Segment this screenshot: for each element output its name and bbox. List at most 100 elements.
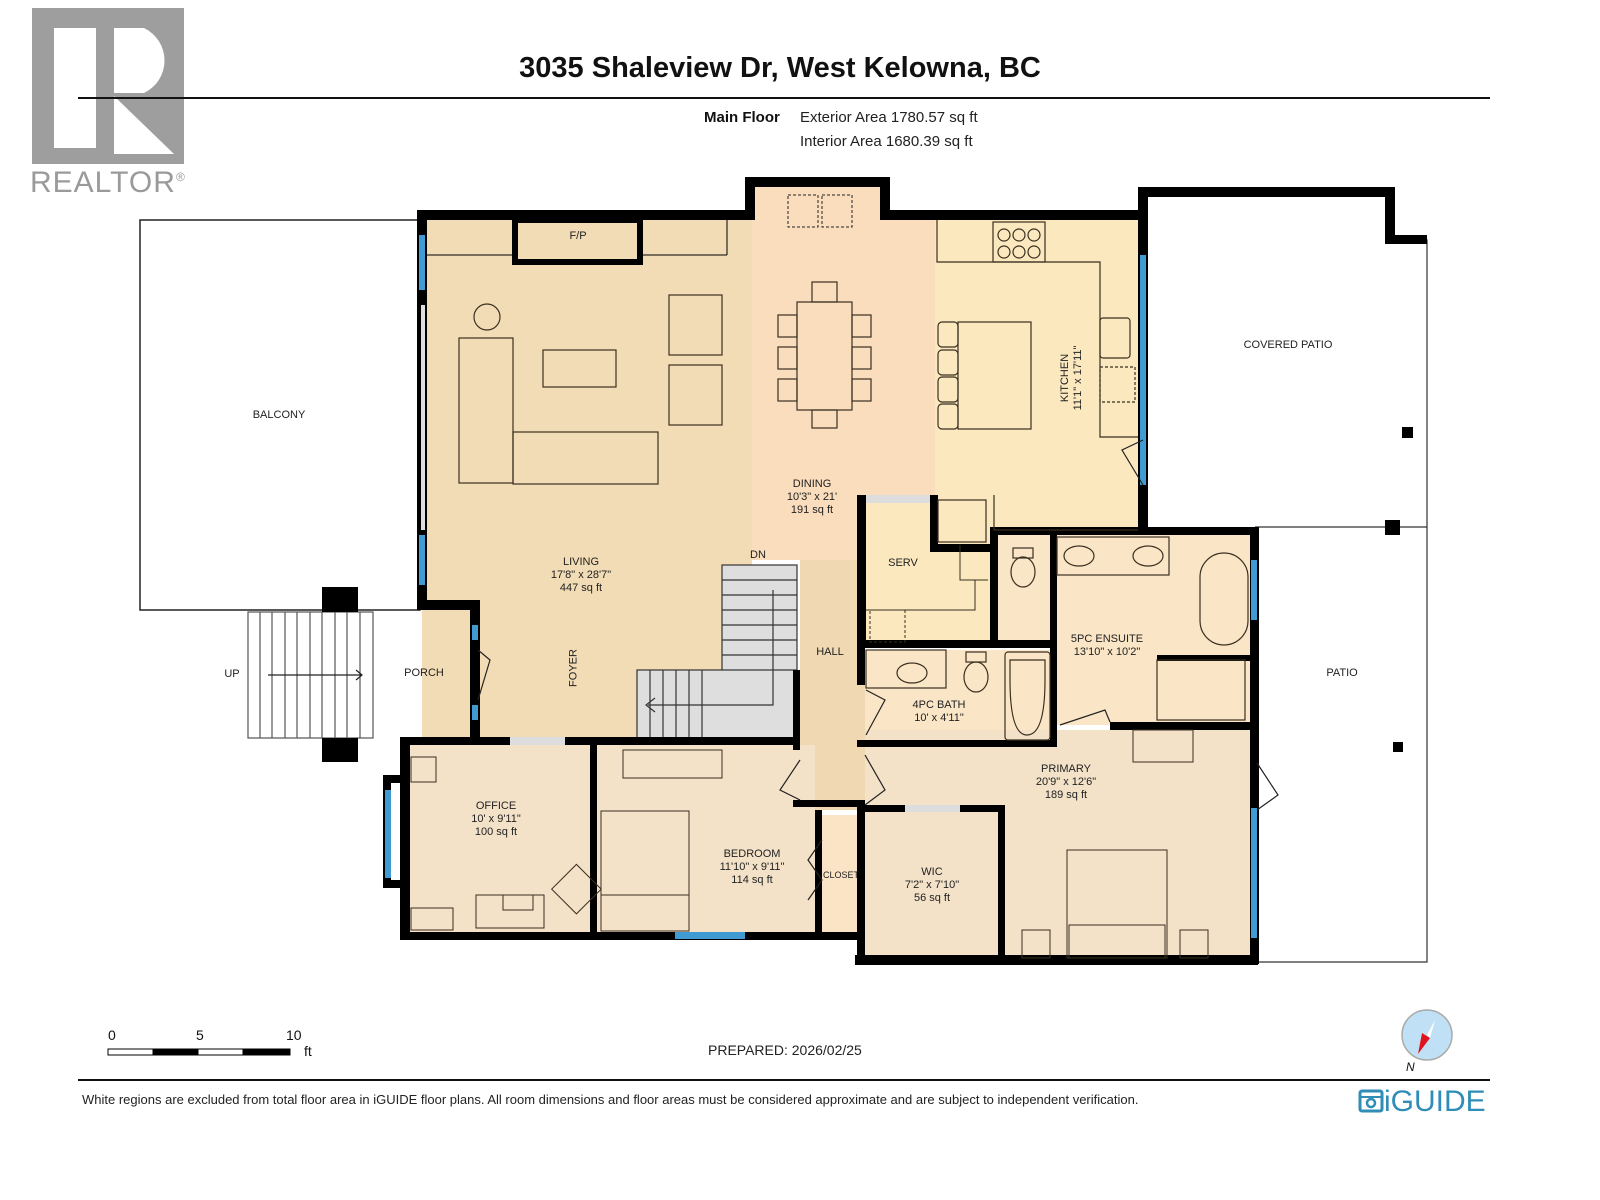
disclaimer: White regions are excluded from total fl… — [82, 1092, 1139, 1107]
room-area: 100 sq ft — [474, 826, 518, 838]
kitchen-fill — [935, 215, 1143, 530]
realtor-wordmark-text: REALTOR — [30, 166, 176, 199]
bath4-fill — [865, 650, 1055, 745]
balcony-label: BALCONY — [253, 409, 306, 422]
room-name: WIC — [921, 866, 943, 878]
stairs-up-label: UP — [224, 668, 239, 681]
room-name: FOYER — [567, 649, 580, 687]
room-name: 4PC BATH — [912, 699, 966, 711]
compass-north-label: N — [1406, 1060, 1415, 1074]
room-name: BALCONY — [252, 409, 306, 421]
floor-label: Main Floor — [704, 109, 780, 126]
room-name: PORCH — [404, 667, 444, 679]
patio-posts — [1385, 427, 1413, 752]
scale-tick-10: 10 — [286, 1027, 302, 1043]
bedroom-fill — [595, 745, 815, 935]
room-dimensions: 20'9" x 12'6" — [1035, 776, 1097, 788]
room-name: UP — [224, 668, 240, 680]
kitchen-fixtures — [936, 220, 1138, 543]
room-name: F/P — [569, 230, 587, 242]
bedroom-label: BEDROOM 11'10" x 9'11" 114 sq ft — [720, 848, 785, 887]
room-area: 114 sq ft — [731, 874, 773, 886]
bedroom-furniture — [600, 749, 723, 932]
room-area: 191 sq ft — [790, 504, 834, 516]
room-name: BEDROOM — [723, 848, 781, 860]
serv-label: SERV — [888, 557, 918, 570]
room-dimensions: 17'8" x 28'7" — [550, 569, 612, 581]
registered-mark: ® — [175, 170, 186, 184]
kitchen-label: KITCHEN 11'1" x 17'11" — [1059, 346, 1085, 411]
porch-label: PORCH — [404, 667, 444, 680]
prepared-date: PREPARED: 2026/02/25 — [708, 1042, 862, 1058]
scale-tick-0: 0 — [108, 1027, 116, 1043]
foyer-label: FOYER — [568, 649, 581, 687]
fireplace — [427, 217, 728, 265]
bath4-label: 4PC BATH 10' x 4'11" — [913, 699, 966, 725]
serv-fixtures — [866, 545, 988, 643]
wine-cooler — [787, 194, 853, 228]
primary-label: PRIMARY 20'9" x 12'6" 189 sq ft — [1036, 763, 1096, 802]
room-dimensions: 11'1" x 17'11" — [1072, 345, 1084, 411]
room-name: PRIMARY — [1041, 763, 1091, 775]
patio-label: PATIO — [1326, 667, 1357, 680]
exterior-area: Exterior Area 1780.57 sq ft — [800, 109, 978, 126]
iguide-camera-icon — [1358, 1089, 1384, 1113]
stairs-down-label: DN — [750, 549, 766, 562]
room-dimensions: 10' x 4'11" — [914, 712, 964, 724]
room-dimensions: 13'10" x 10'2" — [1073, 646, 1141, 658]
balcony-outline — [139, 219, 421, 611]
room-name: HALL — [816, 646, 844, 658]
room-name: OFFICE — [475, 800, 517, 812]
room-fills — [405, 180, 1250, 960]
ensuite-fill — [1055, 535, 1250, 725]
room-name: DN — [750, 549, 766, 561]
footer-divider — [78, 1079, 1490, 1081]
office-furniture — [410, 756, 602, 931]
closet-label: CLOSET — [823, 869, 859, 882]
doors — [477, 439, 1279, 901]
wic-label: WIC 7'2" x 7'10" 56 sq ft — [905, 866, 959, 905]
iguide-logo: iGUIDE — [1358, 1085, 1486, 1119]
room-name: COVERED PATIO — [1243, 339, 1333, 351]
compass: N — [1400, 1008, 1460, 1083]
realtor-r-icon — [54, 28, 174, 154]
room-dimensions: 7'2" x 7'10" — [904, 879, 960, 891]
scale-tick-5: 5 — [196, 1027, 204, 1043]
realtor-wordmark: REALTOR® — [30, 166, 186, 200]
windows — [385, 235, 1257, 939]
room-dimensions: 11'10" x 9'11" — [719, 861, 785, 873]
dining-label: DINING 10'3" x 21' 191 sq ft — [787, 478, 837, 517]
scale-unit: ft — [304, 1043, 312, 1059]
interior-area: Interior Area 1680.39 sq ft — [800, 133, 973, 150]
bath-fixtures — [865, 536, 1249, 741]
scale-bar — [107, 1048, 291, 1056]
fireplace-label: F/P — [569, 230, 586, 243]
covered-patio-label: COVERED PATIO — [1244, 339, 1333, 352]
room-name: SERV — [888, 557, 918, 569]
room-area: 56 sq ft — [913, 892, 951, 904]
hall-label: HALL — [816, 646, 844, 659]
room-name: PATIO — [1326, 667, 1358, 679]
office-label: OFFICE 10' x 9'11" 100 sq ft — [471, 800, 521, 839]
room-name: LIVING — [562, 556, 600, 568]
porch-stairs — [247, 587, 374, 762]
realtor-logo — [32, 8, 184, 164]
room-name: CLOSET — [822, 870, 860, 880]
room-name: KITCHEN — [1059, 353, 1071, 403]
ensuite-label: 5PC ENSUITE 13'10" x 10'2" — [1071, 633, 1143, 659]
iguide-wordmark: iGUIDE — [1384, 1085, 1486, 1118]
living-furniture — [458, 294, 723, 485]
room-name: DINING — [792, 478, 832, 490]
living-label: LIVING 17'8" x 28'7" 447 sq ft — [551, 556, 611, 595]
compass-icon — [1401, 1009, 1453, 1061]
room-area: 189 sq ft — [1044, 789, 1088, 801]
room-dimensions: 10'3" x 21' — [786, 491, 838, 503]
sliding-door — [421, 305, 425, 530]
room-name: 5PC ENSUITE — [1070, 633, 1144, 645]
room-dimensions: 10' x 9'11" — [471, 813, 521, 825]
serv-fill — [865, 495, 990, 645]
header-divider — [78, 97, 1490, 99]
page-title: 3035 Shaleview Dr, West Kelowna, BC — [519, 52, 1041, 84]
office-fill — [405, 745, 595, 935]
